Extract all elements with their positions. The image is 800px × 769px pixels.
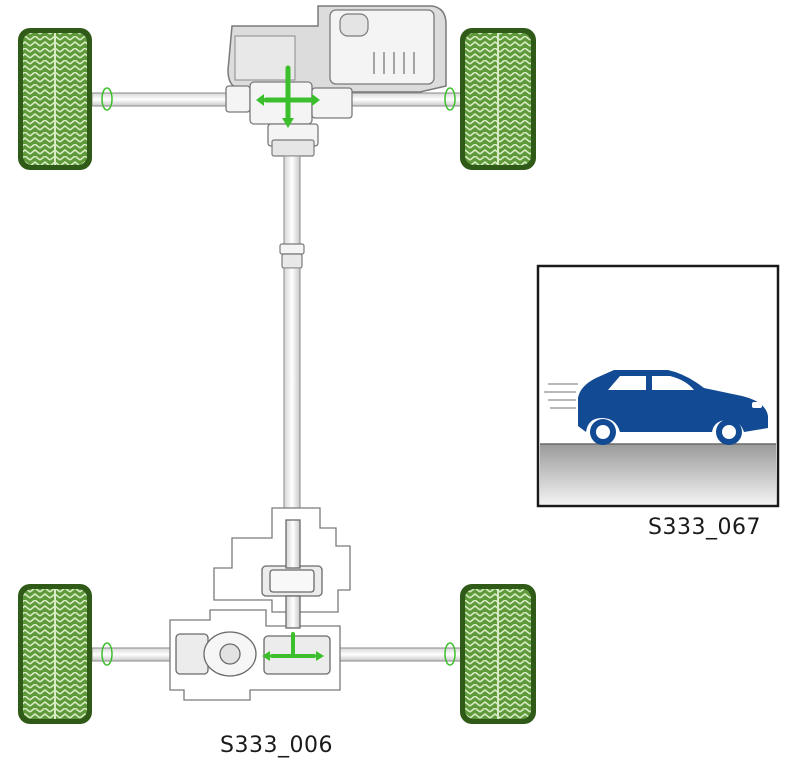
rear-power-flow-arrow-icon xyxy=(262,632,324,661)
vehicle-figure-caption: S333_067 xyxy=(648,515,761,540)
propeller-shaft xyxy=(279,155,305,513)
front-right-tire-icon xyxy=(460,28,536,170)
vehicle-inset-frame xyxy=(536,264,780,508)
front-right-joint-icon xyxy=(444,87,456,111)
car-icon xyxy=(578,370,768,445)
front-differential xyxy=(225,81,353,157)
rear-clutch-unit xyxy=(261,519,323,629)
road-surface xyxy=(540,444,776,504)
rear-right-tire-icon xyxy=(460,584,536,724)
rear-differential xyxy=(175,631,331,677)
rear-left-joint-icon xyxy=(101,642,113,666)
rear-right-joint-icon xyxy=(444,642,456,666)
front-power-flow-arrow-icon xyxy=(256,65,320,128)
rear-left-tire-icon xyxy=(18,584,92,724)
drivetrain-figure-caption: S333_006 xyxy=(220,733,333,758)
engine-block xyxy=(227,5,447,101)
front-left-joint-icon xyxy=(101,87,113,111)
motion-lines-icon xyxy=(544,383,578,409)
front-left-tire-icon xyxy=(18,28,92,170)
